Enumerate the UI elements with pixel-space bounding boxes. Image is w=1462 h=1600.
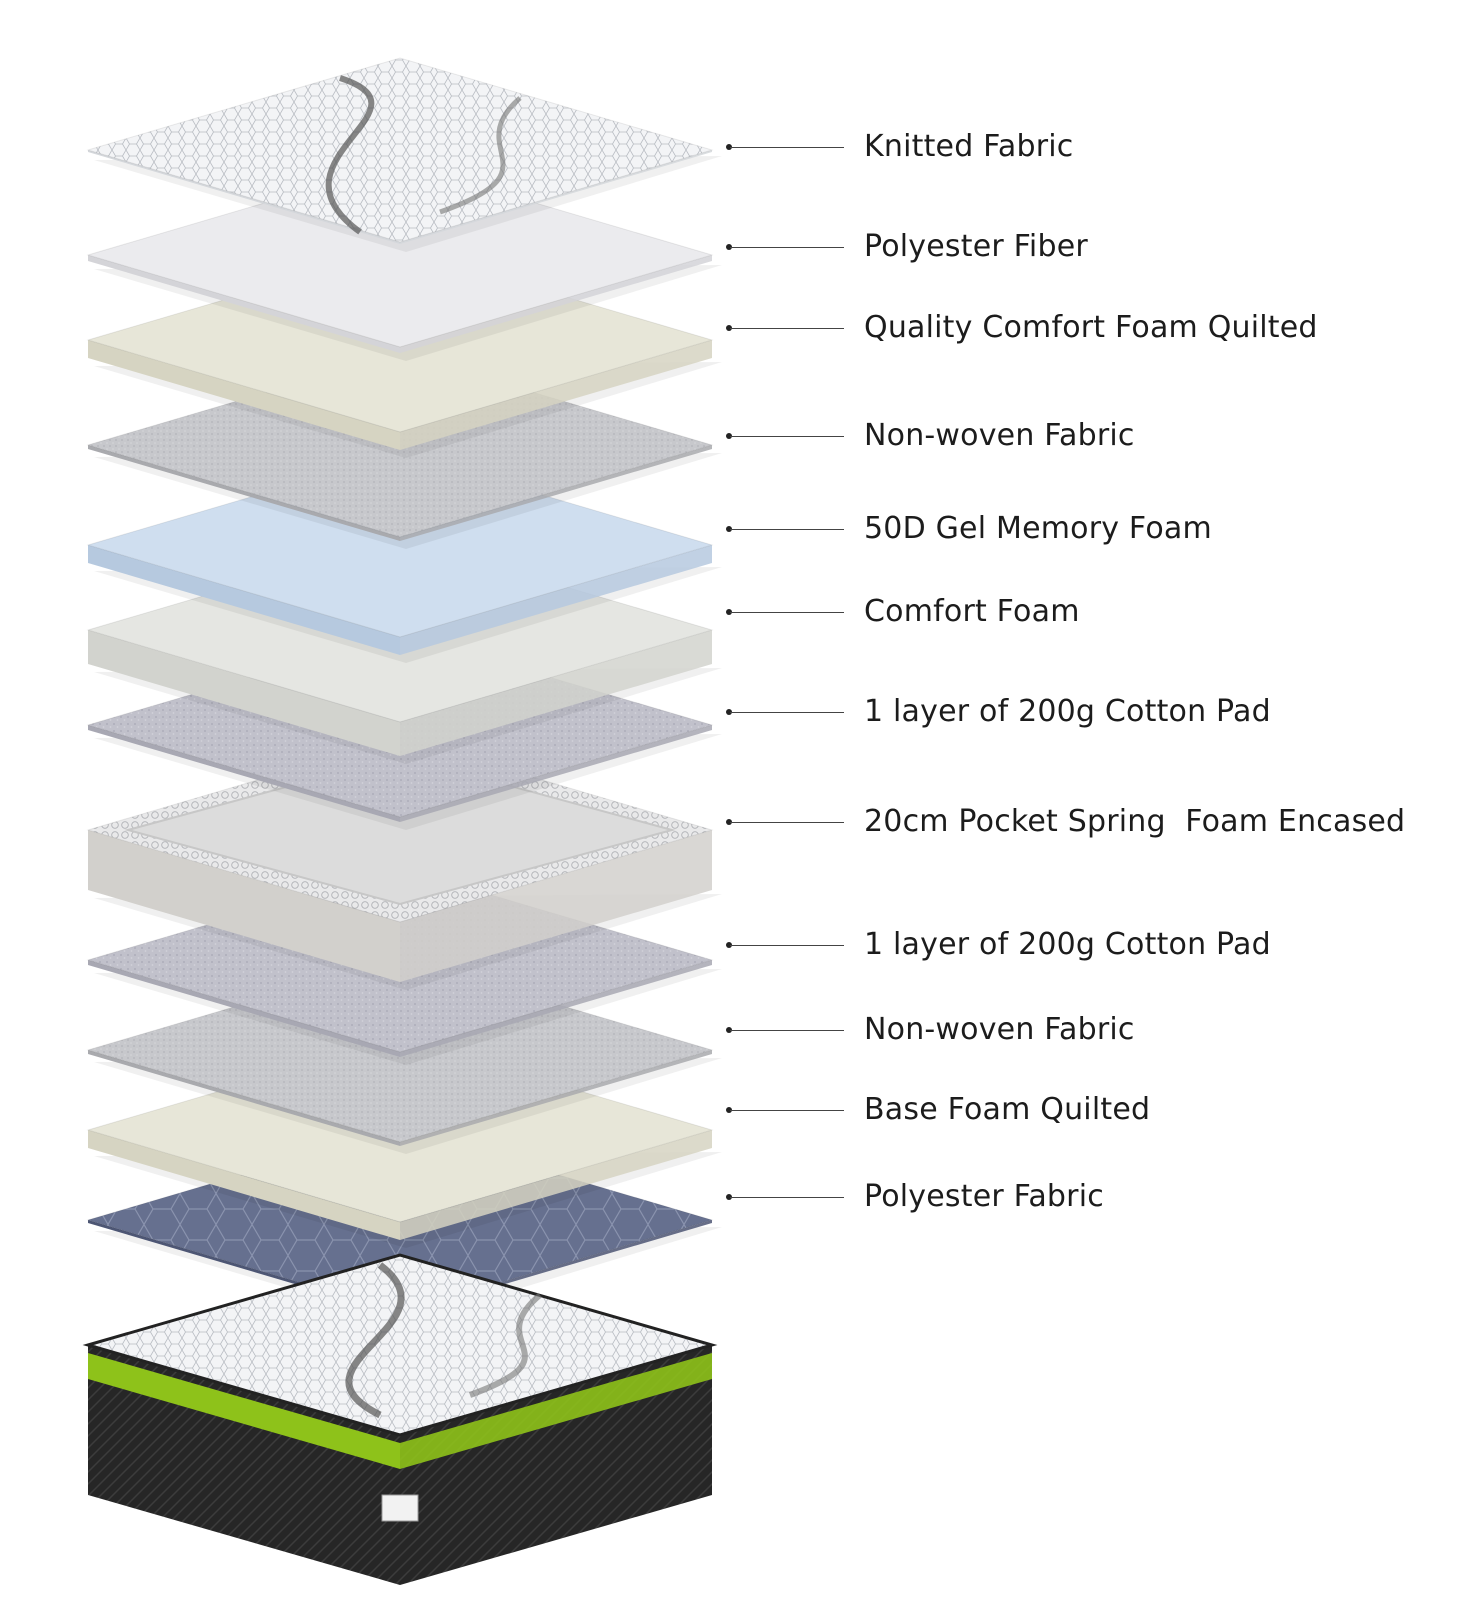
layer-label: Comfort Foam [864,594,1080,629]
mattress-tag [381,1494,419,1522]
layer-label: 20cm Pocket Spring Foam Encased [864,804,1406,839]
layer-5-gel [86,452,722,663]
layer-label: Non-woven Fabric [864,1012,1135,1047]
layer-label: 1 layer of 200g Cotton Pad [864,927,1271,962]
leader-dot [726,942,732,948]
leader-line [730,1030,844,1031]
leader-line [730,247,844,248]
layer-label: 50D Gel Memory Foam [864,511,1212,546]
leader-line [730,328,844,329]
layer-label: Non-woven Fabric [864,418,1135,453]
leader-line [730,1197,844,1198]
layer-2-fiber [86,162,722,361]
leader-dot [726,526,732,532]
layer-label: Polyester Fiber [864,229,1088,264]
mattress-green-band [88,1353,400,1469]
leader-dot [726,709,732,715]
layer-label: Quality Comfort Foam Quilted [864,310,1318,345]
leader-line [730,712,844,713]
leader-dot [726,433,732,439]
leader-dot [726,144,732,150]
layer-1-knit [86,57,722,252]
leader-dot [726,609,732,615]
layer-label: Polyester Fabric [864,1179,1104,1214]
leader-dot [726,1107,732,1113]
leader-line [730,147,844,148]
leader-dot [726,819,732,825]
leader-line [730,945,844,946]
mattress-green-band-right [400,1353,712,1469]
mattress-top [82,1253,718,1437]
leader-line [730,612,844,613]
mattress-side-right [400,1345,712,1585]
layer-label: 1 layer of 200g Cotton Pad [864,694,1271,729]
leader-dot [726,1194,732,1200]
layer-label: Base Foam Quilted [864,1092,1151,1127]
leader-line [730,529,844,530]
leader-line [730,436,844,437]
mattress-side-left [88,1345,400,1585]
layer-8-spring [86,737,722,990]
leader-dot [726,325,732,331]
leader-dot [726,1027,732,1033]
layer-label: Knitted Fabric [864,129,1074,164]
leader-dot [726,244,732,250]
leader-line [730,822,844,823]
assembled-mattress [82,1253,718,1585]
leader-line [730,1110,844,1111]
